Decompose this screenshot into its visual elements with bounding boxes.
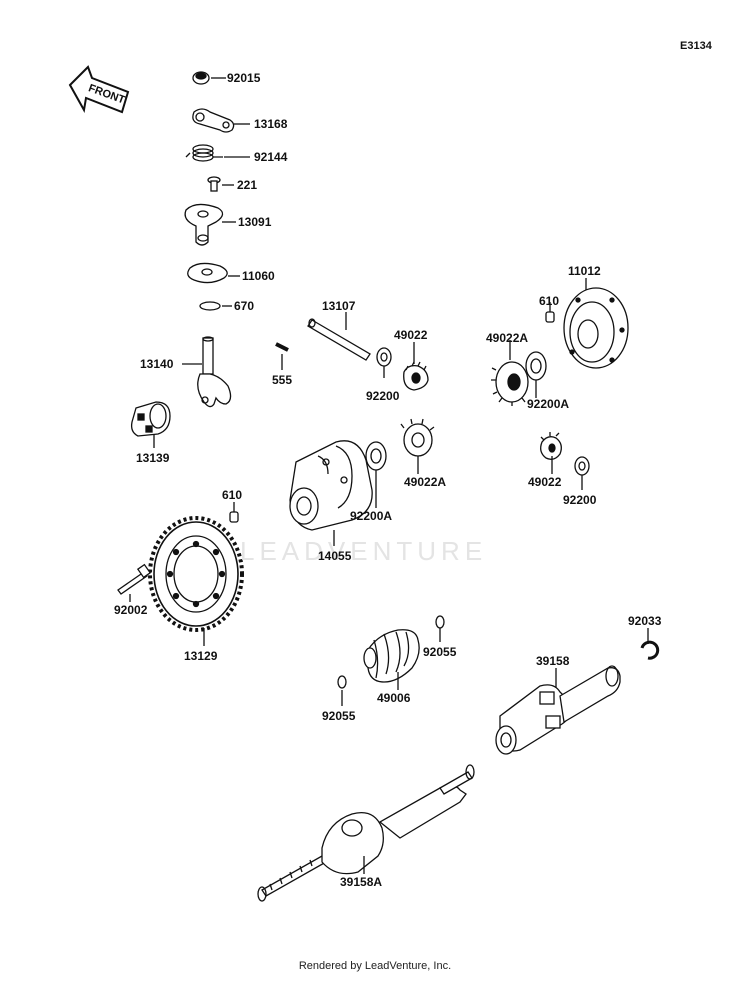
side-gear-49022A-middle	[400, 418, 435, 474]
figure-code: E3134	[680, 40, 712, 52]
part-label-92200A-right[interactable]: 92200A	[527, 397, 570, 411]
part-label-49022-top[interactable]: 49022	[394, 328, 428, 342]
pinion-gear-49022-right	[540, 432, 562, 474]
part-label-92144[interactable]: 92144	[254, 150, 288, 164]
part-label-49006[interactable]: 49006	[377, 691, 411, 705]
boot-49006	[363, 629, 420, 690]
part-label-39158[interactable]: 39158	[536, 654, 570, 668]
part-label-49022A-right[interactable]: 49022A	[486, 331, 529, 345]
case-cover-11012	[563, 278, 629, 369]
part-label-92055-lower[interactable]: 92055	[322, 709, 356, 723]
dowel-610-lower	[229, 502, 239, 523]
part-label-39158A[interactable]: 39158A	[340, 875, 383, 889]
lever-13168	[192, 108, 250, 133]
shaft-13107	[307, 312, 371, 361]
spring-92144	[185, 144, 250, 162]
part-label-92002[interactable]: 92002	[114, 603, 148, 617]
watermark: LEADVENTURE	[240, 536, 488, 566]
dowel-610-top	[545, 302, 555, 323]
pin-555	[275, 342, 289, 370]
part-label-92200A-middle[interactable]: 92200A	[350, 509, 393, 523]
footer-credit: Rendered by LeadVenture, Inc.	[298, 960, 452, 972]
differential-case-14055	[289, 440, 373, 546]
part-label-11012[interactable]: 11012	[568, 264, 601, 278]
shift-fork-13140	[182, 336, 232, 408]
washer-92200A-right	[525, 351, 547, 398]
washer-92200-top	[376, 347, 392, 378]
joint-shaft-39158	[495, 665, 621, 755]
part-label-221[interactable]: 221	[237, 178, 258, 192]
part-label-13168[interactable]: 13168	[254, 117, 288, 131]
circlip-92033	[640, 628, 660, 660]
drive-shaft-39158A	[257, 764, 475, 902]
holder-13091	[184, 203, 236, 246]
part-label-13091[interactable]: 13091	[238, 215, 272, 229]
pinion-gear-49022-top	[403, 342, 429, 391]
part-label-92015[interactable]: 92015	[227, 71, 261, 85]
part-label-92033[interactable]: 92033	[628, 614, 662, 628]
part-label-49022-right[interactable]: 49022	[528, 475, 562, 489]
part-label-11060[interactable]: 11060	[242, 269, 275, 283]
screw-221	[207, 176, 234, 192]
washer-92200A-middle	[365, 441, 387, 508]
cam-13139	[130, 401, 171, 448]
part-label-92055-upper[interactable]: 92055	[423, 645, 457, 659]
part-label-610-top[interactable]: 610	[539, 294, 560, 308]
ring-gear-13129	[148, 516, 244, 646]
part-label-670[interactable]: 670	[234, 299, 255, 313]
part-label-92200-top[interactable]: 92200	[366, 389, 400, 403]
part-label-610-lower[interactable]: 610	[222, 488, 243, 502]
bolt-92002	[117, 563, 152, 602]
washer-92200-right	[574, 456, 590, 490]
part-label-14055[interactable]: 14055	[318, 549, 352, 563]
band-92055-lower	[337, 675, 347, 706]
part-label-555[interactable]: 555	[272, 373, 293, 387]
part-label-49022A-middle[interactable]: 49022A	[404, 475, 447, 489]
part-label-13139[interactable]: 13139	[136, 451, 170, 465]
oring-670	[199, 301, 232, 311]
part-label-92200-right[interactable]: 92200	[563, 493, 597, 507]
front-arrow: FRONT	[68, 65, 130, 114]
band-92055-upper	[435, 615, 445, 642]
part-label-13140[interactable]: 13140	[140, 357, 174, 371]
gasket-11060	[187, 262, 240, 284]
part-label-13107[interactable]: 13107	[322, 299, 356, 313]
side-gear-49022A-right	[491, 340, 529, 406]
part-label-13129[interactable]: 13129	[184, 649, 218, 663]
nut-92015	[192, 71, 226, 85]
